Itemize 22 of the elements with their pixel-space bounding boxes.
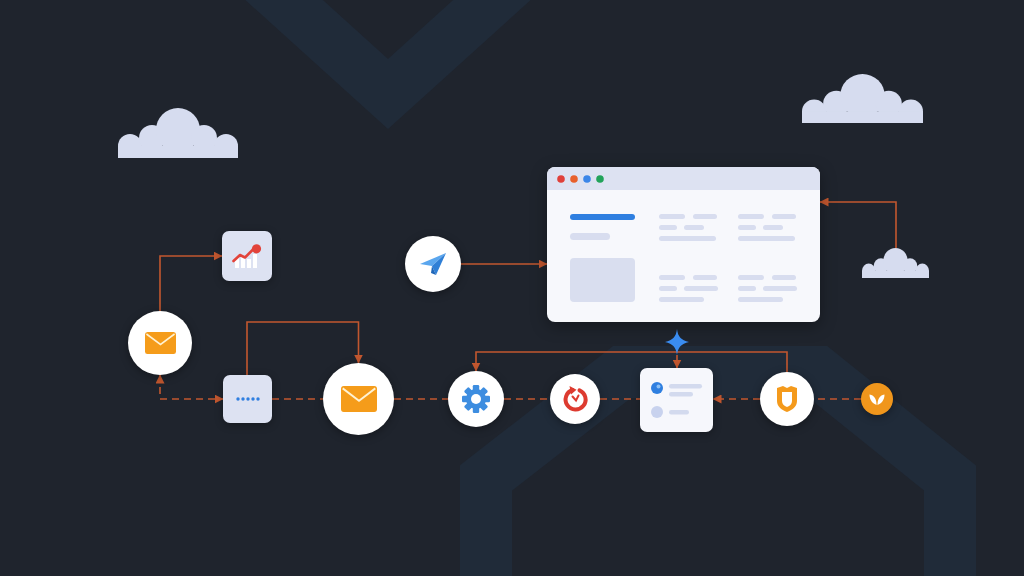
arrow <box>672 354 682 369</box>
connector-line <box>599 398 641 400</box>
paper-plane-icon <box>405 236 461 292</box>
connector-line <box>393 398 449 400</box>
chart-icon <box>222 231 272 281</box>
shield-icon <box>760 372 814 426</box>
dots-icon <box>223 375 272 423</box>
sparkle-icon <box>665 329 689 355</box>
arrow <box>471 351 788 373</box>
cloud-icon <box>118 108 238 158</box>
cloud-icon <box>862 248 929 278</box>
arrow <box>246 321 363 376</box>
list-icon <box>640 368 713 432</box>
arrow <box>159 251 223 312</box>
arrow <box>460 259 548 269</box>
arrow <box>712 394 761 404</box>
gear-icon <box>448 371 504 427</box>
connector-line <box>271 398 324 400</box>
cloud-icon <box>802 74 923 123</box>
browser-window <box>547 167 820 322</box>
arrow <box>819 197 897 249</box>
arrow <box>155 374 224 404</box>
